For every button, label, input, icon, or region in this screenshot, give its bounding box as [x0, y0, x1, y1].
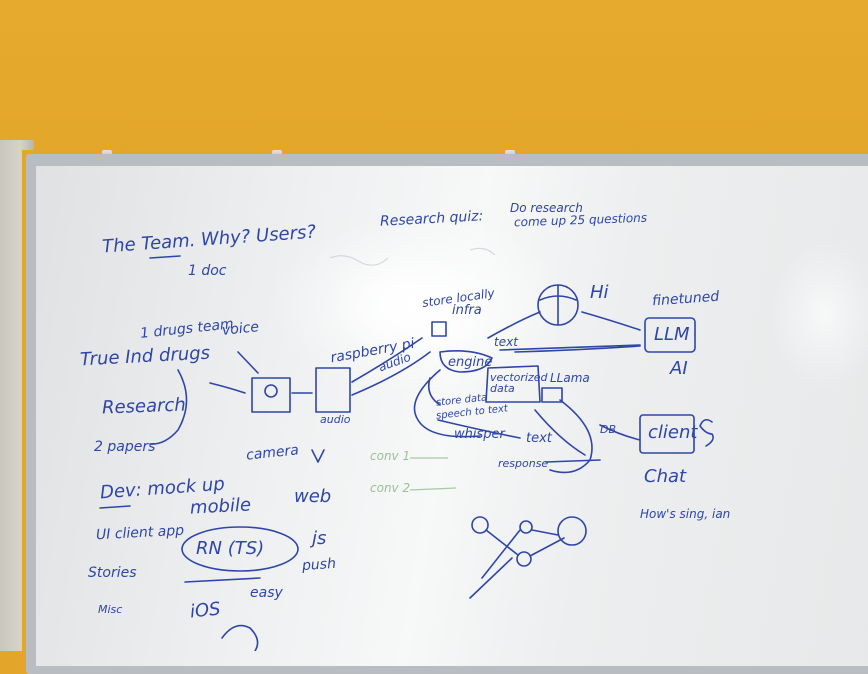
mobile-label: mobile	[189, 494, 252, 519]
response-label: response	[498, 457, 549, 470]
doc-label: 1 doc	[188, 263, 227, 279]
chat-label: Chat	[644, 466, 687, 487]
conv1-label: conv 1	[370, 449, 411, 463]
vectorized-data-label: vectorized data	[490, 371, 548, 395]
js-label: js	[312, 528, 327, 549]
db-label: DB	[600, 423, 617, 436]
text-output-label: text	[526, 431, 552, 446]
push-label: push	[301, 555, 337, 575]
sketch-lines	[99, 255, 714, 651]
llama-label: LLama	[550, 371, 590, 385]
ios-label: iOS	[188, 598, 222, 623]
client-label: client	[648, 422, 698, 443]
conv2-label: conv 2	[370, 481, 411, 495]
voice-label: voice	[221, 319, 260, 339]
misc-label: Misc	[98, 603, 123, 616]
research-label: Research	[101, 394, 187, 419]
text-label: text	[494, 335, 518, 349]
audio-box-label: audio	[320, 413, 351, 426]
stories-label: Stories	[88, 565, 137, 581]
light-glare	[330, 250, 490, 360]
hi-label: Hi	[590, 282, 609, 303]
do-research-label: Do research	[510, 201, 583, 215]
web-label: web	[294, 486, 332, 507]
light-glare	[770, 240, 868, 390]
hows-sing-label: How's sing, ian	[640, 507, 731, 521]
rn-ts-label: RN (TS)	[196, 538, 265, 559]
ai-label: AI	[670, 358, 688, 379]
infra-label: infra	[452, 303, 482, 318]
easy-label: easy	[250, 585, 283, 601]
papers-label: 2 papers	[94, 439, 156, 455]
whisper-label: whisper	[454, 427, 505, 442]
engine-label: engine	[448, 355, 493, 370]
llm-label: LLM	[654, 324, 690, 345]
